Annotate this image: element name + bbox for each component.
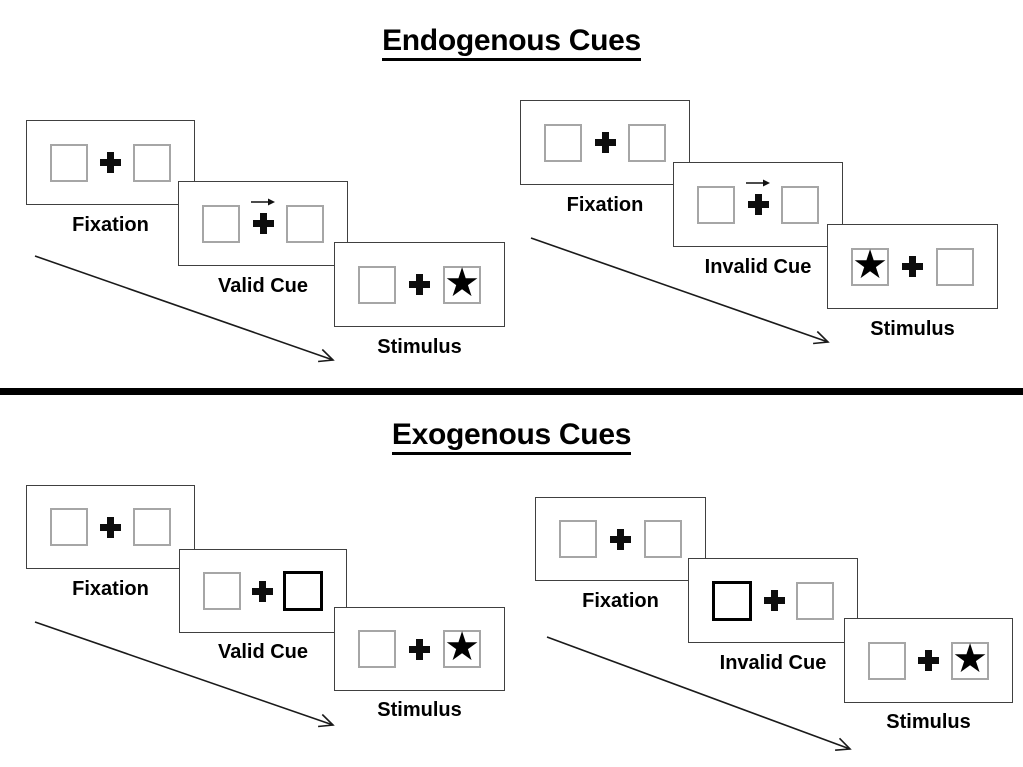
endogenous-section-title: Endogenous Cues	[0, 24, 1023, 61]
stimulus-panel: ★	[334, 607, 505, 691]
fixation-panel	[535, 497, 706, 581]
cue-direction-arrow-icon	[251, 198, 275, 206]
timeline-arrow	[34, 621, 335, 728]
left-placeholder-box	[203, 572, 241, 610]
fixation-panel	[26, 120, 195, 205]
panel-label: Invalid Cue	[719, 652, 827, 674]
target-star-icon: ★	[952, 636, 988, 681]
left-highlighted-cue-box	[712, 580, 752, 621]
panel-label: Fixation	[582, 590, 659, 612]
cue-panel	[178, 181, 348, 266]
fixation-cross-icon	[252, 213, 274, 234]
target-star-icon: ★	[852, 242, 888, 287]
panel-label: Fixation	[72, 578, 149, 600]
fixation-panel	[520, 100, 690, 185]
panel-label: Invalid Cue	[704, 256, 812, 278]
timeline-arrow	[34, 255, 335, 363]
cue-panel	[688, 558, 858, 643]
exogenous-section-title: Exogenous Cues	[0, 418, 1023, 455]
panel-label: Stimulus	[870, 318, 955, 340]
fixation-cross-icon	[918, 650, 939, 671]
cue-panel	[179, 549, 347, 633]
fixation-cross-icon	[610, 528, 631, 550]
left-placeholder-box	[697, 185, 735, 224]
right-placeholder-box	[133, 143, 171, 182]
panel-label: Fixation	[566, 194, 644, 216]
right-placeholder-box	[796, 581, 834, 620]
panel-label: Valid Cue	[217, 275, 309, 297]
fixation-cross-icon	[100, 152, 121, 173]
right-placeholder-box	[628, 123, 666, 162]
endogenous-title-text: Endogenous Cues	[382, 24, 641, 61]
right-highlighted-cue-box	[283, 571, 323, 611]
left-placeholder-box	[868, 641, 906, 680]
stimulus-panel: ★	[844, 618, 1013, 703]
right-target-box: ★	[951, 636, 989, 681]
timeline-arrow	[546, 636, 852, 751]
right-placeholder-box	[286, 204, 324, 243]
left-placeholder-box	[544, 123, 582, 162]
cue-direction-arrow-icon	[746, 179, 770, 187]
fixation-cross-icon	[251, 580, 273, 602]
left-placeholder-box	[559, 520, 597, 558]
right-target-box: ★	[443, 260, 481, 305]
section-divider	[0, 388, 1023, 395]
right-target-box: ★	[443, 625, 481, 669]
right-placeholder-box	[781, 185, 819, 224]
right-placeholder-box	[644, 520, 682, 558]
panel-label: Stimulus	[886, 711, 971, 733]
left-placeholder-box	[358, 630, 396, 668]
panel-label: Fixation	[72, 214, 149, 236]
left-placeholder-box	[50, 143, 88, 182]
right-placeholder-box	[936, 247, 974, 286]
stimulus-panel: ★	[334, 242, 505, 327]
timeline-arrow	[530, 237, 830, 345]
panel-label: Valid Cue	[217, 641, 309, 663]
panel-label: Stimulus	[377, 699, 462, 721]
target-star-icon: ★	[444, 625, 480, 669]
panel-label: Stimulus	[377, 336, 462, 358]
stimulus-panel: ★	[827, 224, 998, 309]
fixation-cross-icon	[594, 132, 616, 153]
left-placeholder-box	[202, 204, 240, 243]
fixation-cross-icon	[902, 256, 923, 277]
fixation-cross-icon	[747, 194, 769, 215]
left-placeholder-box	[50, 508, 88, 546]
fixation-cross-icon	[763, 590, 785, 611]
fixation-cross-icon	[100, 516, 121, 538]
fixation-panel	[26, 485, 195, 569]
exogenous-title-text: Exogenous Cues	[391, 418, 631, 455]
fixation-cross-icon	[409, 274, 430, 295]
right-placeholder-box	[133, 508, 171, 546]
cue-panel	[673, 162, 843, 247]
left-target-box: ★	[851, 242, 889, 287]
target-star-icon: ★	[444, 260, 480, 305]
left-placeholder-box	[358, 265, 396, 304]
fixation-cross-icon	[409, 638, 430, 660]
